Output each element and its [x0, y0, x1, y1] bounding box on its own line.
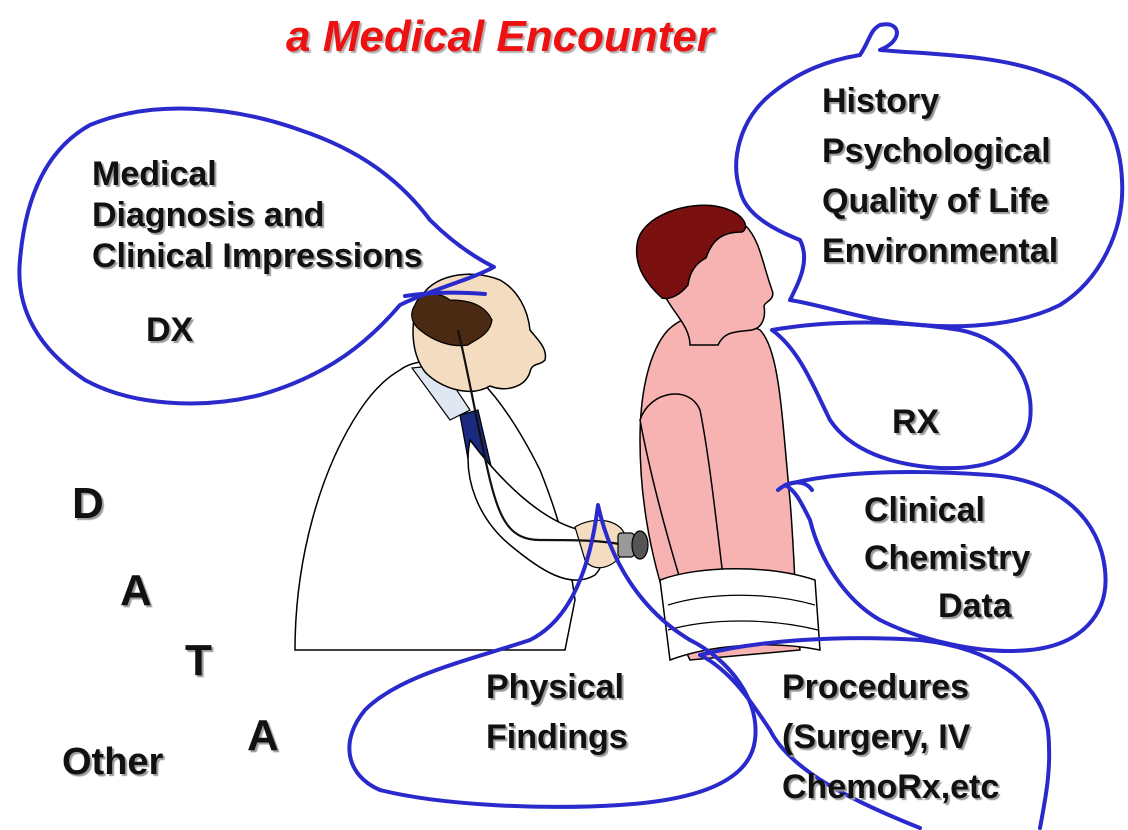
- bubble-physical-line-1: Physical: [486, 662, 628, 712]
- data-letter-d: D: [72, 478, 104, 531]
- bubble-procedures-line-1: Procedures: [782, 662, 999, 712]
- bubble-chemistry-line-1: Clinical: [864, 486, 1030, 534]
- data-letter-a2: A: [247, 710, 279, 763]
- other-label: Other: [62, 740, 163, 786]
- stethoscope-chestpiece: [618, 531, 648, 559]
- bubble-rx: RX: [892, 402, 939, 443]
- bubble-procedures-line-3: ChemoRx,etc: [782, 762, 999, 812]
- bubble-diagnosis-line-1: Medical: [92, 154, 423, 195]
- bubble-chemistry-line-2: Chemistry: [864, 534, 1030, 582]
- bubble-history-line-1: History: [822, 76, 1058, 126]
- bubble-procedures-line-2: (Surgery, IV: [782, 712, 999, 762]
- page-title: a Medical Encounter: [0, 12, 1000, 62]
- bubble-chemistry: Clinical Chemistry Data: [864, 486, 1030, 630]
- bubble-diagnosis-line-3: Clinical Impressions: [92, 236, 423, 277]
- bubble-diagnosis: Medical Diagnosis and Clinical Impressio…: [92, 154, 423, 276]
- bubble-history-line-2: Psychological: [822, 126, 1058, 176]
- bubble-physical-line-2: Findings: [486, 712, 628, 762]
- bubble-history: History Psychological Quality of Life En…: [822, 76, 1058, 276]
- bubble-physical: Physical Findings: [486, 662, 628, 762]
- bubble-history-line-3: Quality of Life: [822, 176, 1058, 226]
- data-letter-t: T: [185, 635, 212, 688]
- bubble-chemistry-line-3: Data: [864, 582, 1030, 630]
- bubble-diagnosis-abbr: DX: [146, 310, 193, 351]
- patient-figure: [637, 205, 820, 660]
- bubble-diagnosis-line-2: Diagnosis and: [92, 195, 423, 236]
- doctor-figure: [295, 274, 648, 650]
- data-letter-a1: A: [120, 565, 152, 618]
- bubble-history-line-4: Environmental: [822, 226, 1058, 276]
- outline-rx: [772, 323, 1031, 469]
- bubble-procedures: Procedures (Surgery, IV ChemoRx,etc: [782, 662, 999, 812]
